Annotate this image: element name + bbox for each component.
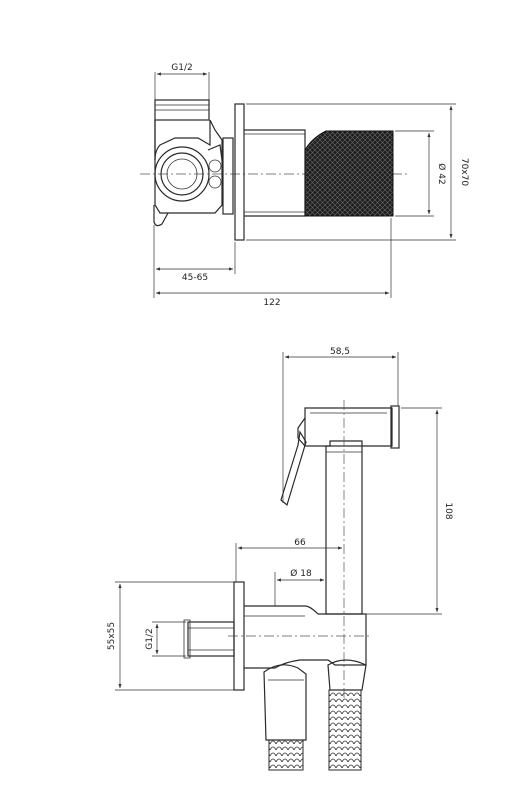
label-bottom-reach: 58,5 [330, 347, 350, 357]
bottom-handle-stem [325, 400, 363, 700]
label-bottom-offset: 66 [294, 538, 306, 548]
dim-bottom-plate-size: 55x55 [107, 581, 234, 691]
top-outlet-ring-outer [154, 146, 210, 202]
top-inlet-thread [154, 99, 210, 121]
label-bottom-height: 108 [443, 502, 453, 519]
top-view: G1/2 Ø 42 70x70 45-65 122 [140, 63, 469, 308]
dim-bottom-hose-diameter: Ø 18 [274, 568, 325, 606]
dim-top-thread: G1/2 [154, 63, 210, 100]
bottom-outlet-elbow [263, 664, 307, 741]
bottom-holder-body [228, 605, 370, 669]
dim-bottom-reach: 58,5 [282, 347, 399, 503]
label-top-plate-size: 70x70 [459, 158, 469, 187]
bottom-view: 58,5 108 66 Ø 18 55x55 [107, 347, 453, 771]
label-top-depth: 45-65 [182, 273, 208, 283]
bottom-shower-head [297, 405, 400, 449]
bottom-trigger-lever [280, 430, 307, 507]
bottom-thread-connector [183, 619, 235, 659]
label-bottom-plate-size: 55x55 [107, 622, 117, 650]
dim-top-diameter: Ø 42 [395, 130, 447, 217]
top-handle-housing [244, 129, 306, 217]
dim-top-total-length: 122 [155, 218, 392, 308]
dim-top-depth: 45-65 [153, 225, 236, 298]
dim-bottom-thread: G1/2 [145, 621, 186, 657]
top-wall-flange [222, 103, 245, 241]
dim-bottom-offset: 66 [235, 538, 343, 582]
label-top-thread: G1/2 [171, 63, 192, 73]
label-bottom-thread: G1/2 [145, 628, 155, 649]
bottom-hose [268, 659, 367, 771]
top-knurled-grip [304, 130, 394, 217]
label-bottom-hose-diameter: Ø 18 [290, 568, 312, 579]
top-valve-body [153, 119, 223, 227]
top-outlet-ring-inner [160, 152, 204, 196]
label-top-diameter: Ø 42 [436, 163, 447, 184]
dim-top-plate-size: 70x70 [246, 103, 469, 241]
label-top-total-length: 122 [263, 298, 280, 308]
dim-bottom-height: 108 [364, 407, 453, 615]
